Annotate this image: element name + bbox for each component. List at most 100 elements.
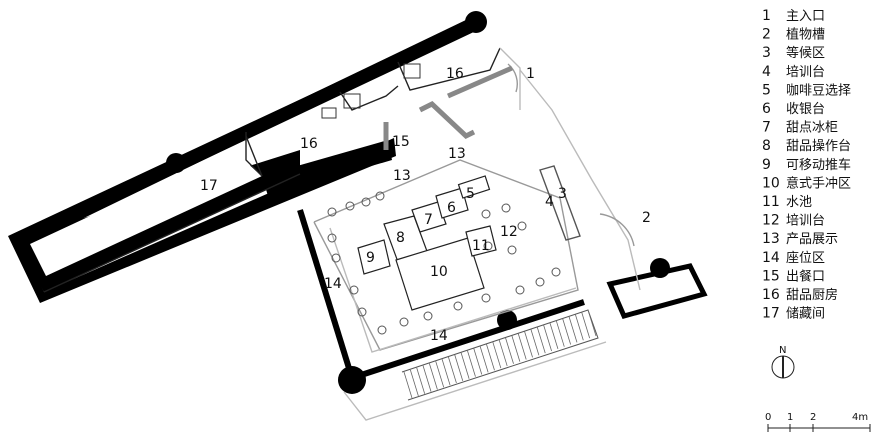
legend-number: 11 bbox=[762, 194, 780, 210]
legend-label: 可移动推车 bbox=[786, 157, 851, 173]
stair-tread bbox=[555, 320, 565, 347]
legend-number: 4 bbox=[762, 64, 771, 80]
legend-number: 10 bbox=[762, 175, 780, 191]
legend-label: 等候区 bbox=[786, 45, 825, 61]
door-swing bbox=[599, 213, 635, 247]
stair-tread bbox=[416, 367, 426, 394]
stools bbox=[327, 191, 561, 335]
door-swing bbox=[507, 63, 518, 93]
label-dessert-fridge: 7 bbox=[424, 212, 433, 228]
legend-label: 出餐口 bbox=[786, 268, 825, 284]
north-label: N bbox=[779, 345, 786, 356]
stair-tread bbox=[467, 350, 476, 377]
stool bbox=[551, 267, 561, 277]
storage-lower-edge bbox=[43, 173, 301, 293]
sink bbox=[465, 225, 497, 257]
label-seating-1: 14 bbox=[324, 276, 342, 292]
stair-tread bbox=[428, 363, 438, 390]
stair-tread bbox=[492, 341, 502, 369]
stool bbox=[361, 197, 371, 207]
column bbox=[465, 11, 487, 33]
stair-tread bbox=[441, 359, 451, 386]
stair-tread bbox=[549, 322, 559, 349]
label-waiting: 3 bbox=[558, 186, 567, 202]
grey-walls bbox=[383, 65, 514, 150]
stair-tread bbox=[422, 365, 432, 392]
legend-label: 主入口 bbox=[786, 9, 825, 24]
stool bbox=[375, 191, 385, 201]
stool bbox=[327, 207, 337, 217]
legend-label: 培训台 bbox=[786, 213, 825, 229]
kitchen-outline bbox=[245, 132, 263, 177]
legend-label: 甜点冰柜 bbox=[786, 120, 838, 136]
stair-tread bbox=[403, 371, 413, 399]
stair-tread bbox=[473, 348, 483, 375]
label-kitchen-2: 16 bbox=[446, 66, 464, 82]
legend-number: 17 bbox=[762, 306, 780, 322]
glass-facade bbox=[519, 69, 641, 291]
stool bbox=[377, 325, 387, 335]
kitchen-divider bbox=[245, 135, 263, 177]
stool bbox=[481, 209, 491, 219]
label-sink: 11 bbox=[472, 238, 490, 254]
column bbox=[497, 310, 517, 330]
stair-treads bbox=[403, 309, 597, 399]
stair-tread bbox=[505, 337, 514, 364]
stair-tread bbox=[536, 326, 546, 354]
label-seating-2: 14 bbox=[430, 328, 448, 344]
legend-number: 13 bbox=[762, 231, 780, 247]
stool bbox=[501, 203, 511, 213]
column bbox=[650, 258, 670, 278]
legend-number: 6 bbox=[762, 101, 771, 117]
legend-label: 培训台 bbox=[786, 64, 825, 80]
seating-wall-bottom bbox=[351, 299, 585, 381]
label-storage: 17 bbox=[200, 178, 218, 194]
legend-number: 7 bbox=[762, 120, 771, 136]
stair-tread bbox=[530, 329, 540, 356]
stair-tread bbox=[524, 331, 533, 358]
legend-label: 意式手冲区 bbox=[786, 175, 851, 191]
north-arrow: N bbox=[771, 345, 795, 379]
columns bbox=[166, 11, 670, 394]
stair-tread bbox=[587, 309, 597, 337]
legend-number: 2 bbox=[762, 27, 771, 43]
kitchen-top-wall bbox=[339, 85, 399, 111]
stair-tread bbox=[574, 314, 584, 341]
stair-tread bbox=[543, 324, 552, 352]
stair-tread bbox=[409, 369, 419, 396]
label-display-2: 13 bbox=[393, 168, 411, 184]
furniture bbox=[357, 175, 497, 311]
label-planter: 2 bbox=[642, 210, 651, 226]
plan-labels: 1 2 3 4 5 6 7 8 9 10 11 12 13 13 14 14 1… bbox=[200, 66, 651, 344]
stool bbox=[507, 245, 517, 255]
stool bbox=[345, 201, 355, 211]
entry-facade bbox=[499, 47, 521, 110]
label-dessert-table: 8 bbox=[396, 230, 405, 246]
stairs bbox=[401, 309, 599, 401]
stair-tread bbox=[435, 361, 445, 388]
coffee-bean-shelf bbox=[457, 175, 491, 199]
legend-number: 1 bbox=[762, 8, 771, 24]
kitchen-equipment bbox=[321, 63, 421, 119]
scale-tick-1: 1 bbox=[787, 412, 793, 423]
stair-tread bbox=[562, 318, 572, 345]
stair-tread bbox=[448, 356, 457, 384]
legend-label: 甜品厨房 bbox=[786, 287, 838, 303]
storage-room-interior bbox=[30, 150, 262, 276]
legend-label: 水池 bbox=[786, 195, 812, 210]
column bbox=[338, 366, 366, 394]
label-kitchen-1: 16 bbox=[300, 136, 318, 152]
stair-tread bbox=[460, 352, 470, 379]
stool bbox=[517, 221, 527, 231]
legend-number: 9 bbox=[762, 157, 771, 173]
waiting-bench bbox=[539, 165, 581, 241]
stair-tread bbox=[581, 312, 591, 339]
scale-tick-0: 0 bbox=[765, 412, 771, 423]
column bbox=[166, 153, 186, 173]
seating-outline bbox=[329, 227, 577, 353]
kitchen-slab bbox=[262, 140, 392, 196]
stair-tread bbox=[486, 344, 495, 371]
stool bbox=[357, 307, 367, 317]
